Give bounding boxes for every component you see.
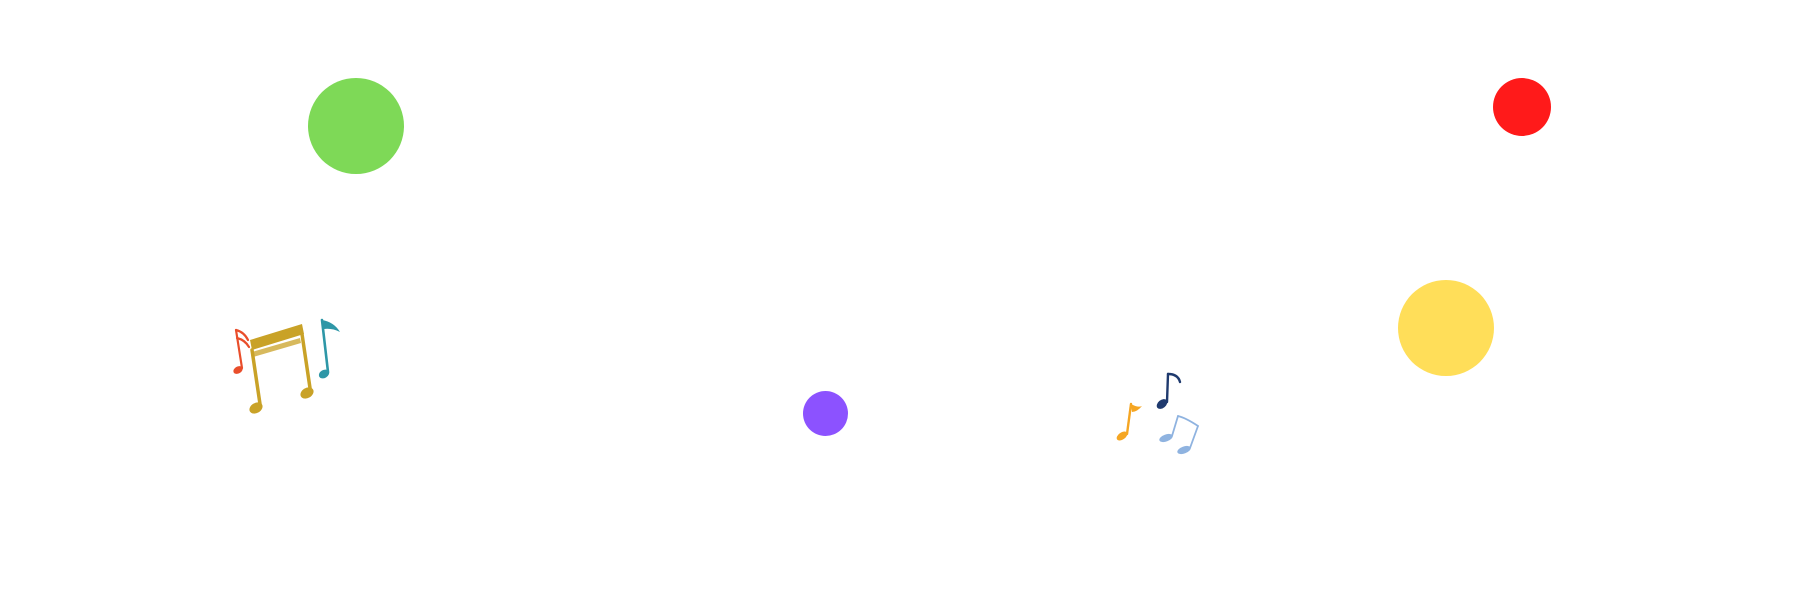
orange-eighth-note-icon (1116, 402, 1142, 441)
green-dot (308, 78, 404, 174)
music-notes-left-icon (233, 318, 340, 414)
red-dot (1493, 78, 1551, 136)
purple-dot (803, 391, 848, 436)
yellow-dot (1398, 280, 1494, 376)
navy-eighth-note-icon (1156, 372, 1182, 409)
eighth-note-icon (318, 318, 340, 379)
light-beamed-notes-icon (1159, 415, 1199, 455)
beamed-eighth-notes-icon (249, 324, 314, 414)
sixteenth-note-icon (233, 328, 251, 374)
music-notes-right-icon (1116, 372, 1199, 455)
